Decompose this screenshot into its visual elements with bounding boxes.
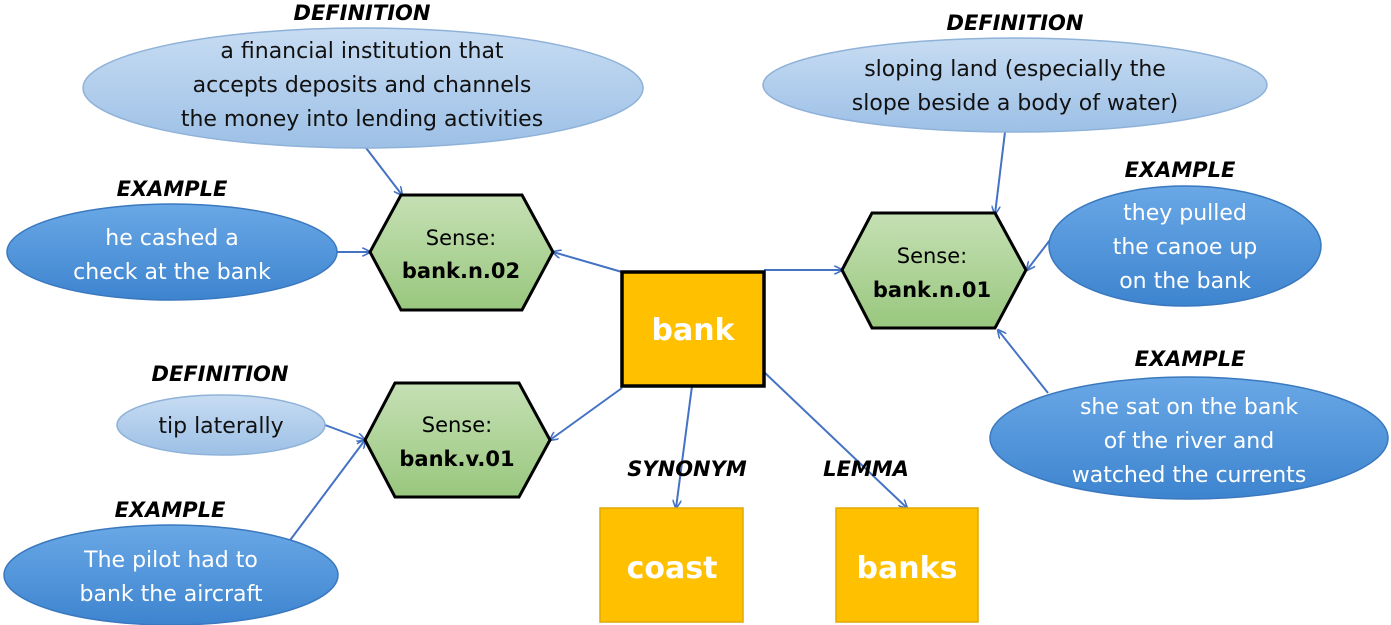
- sense-v01: Sense: bank.v.01: [363, 381, 552, 499]
- synonym-node: SYNONYM coast: [599, 457, 747, 623]
- example-n02: EXAMPLE he cashed a check at the bank: [6, 177, 338, 301]
- example-line: The pilot had to: [83, 548, 258, 573]
- definition-line: a financial institution that: [220, 39, 504, 64]
- definition-label: DEFINITION: [152, 362, 289, 386]
- edge-bank-lemma: [763, 371, 907, 508]
- definition-v01: DEFINITION tip laterally: [116, 362, 326, 456]
- definition-label: DEFINITION: [947, 11, 1084, 35]
- example-line: she sat on the bank: [1080, 395, 1298, 420]
- lemma-box: [835, 507, 979, 623]
- example-line: of the river and: [1104, 429, 1274, 454]
- sense-hexagon: [840, 211, 1028, 330]
- definition-label: DEFINITION: [294, 1, 431, 25]
- center-word-box: [620, 270, 766, 388]
- sense-prefix: Sense:: [897, 244, 968, 268]
- example-ellipse: [1048, 185, 1322, 307]
- edge-bank-n02: [553, 252, 623, 273]
- definition-ellipse: [82, 27, 644, 149]
- definition-line: sloping land (especially the: [864, 57, 1166, 82]
- example-label: EXAMPLE: [117, 177, 228, 201]
- edge-definition-n02: [359, 139, 402, 195]
- sense-prefix: Sense:: [422, 413, 493, 437]
- definition-line: slope beside a body of water): [852, 91, 1178, 116]
- center-word: bank: [620, 270, 766, 388]
- edge-definition-n01: [995, 131, 1006, 214]
- sense-id: bank.n.02: [402, 259, 520, 283]
- definition-n02: DEFINITION a financial institution that …: [82, 1, 644, 149]
- definition-line: accepts deposits and channels: [193, 73, 532, 98]
- example-v01: EXAMPLE The pilot had to bank the aircra…: [3, 498, 339, 625]
- example-label: EXAMPLE: [1125, 158, 1236, 182]
- edge-bank-v01: [550, 387, 623, 440]
- example-line: they pulled: [1123, 201, 1247, 226]
- definition-ellipse: [762, 37, 1268, 133]
- edge-example-n01b: [998, 330, 1049, 394]
- edge-example-n01a: [1027, 239, 1051, 270]
- edge-bank-synonym: [676, 385, 693, 508]
- definition-line: the money into lending activities: [181, 107, 543, 132]
- sense-n02: Sense: bank.n.02: [368, 193, 555, 312]
- example-ellipse: [989, 376, 1389, 500]
- synonym-box: [599, 507, 744, 623]
- sense-id: bank.n.01: [873, 278, 991, 302]
- sense-id: bank.v.01: [399, 447, 514, 471]
- lemma-node: LEMMA banks: [823, 457, 979, 623]
- edge-definition-v01: [324, 424, 365, 440]
- example-n01a: EXAMPLE they pulled the canoe up on the …: [1048, 158, 1322, 307]
- example-line: on the bank: [1119, 269, 1251, 294]
- lemma-word: banks: [857, 551, 958, 586]
- sense-prefix: Sense:: [426, 226, 497, 250]
- example-line: watched the currents: [1072, 463, 1307, 488]
- example-line: he cashed a: [105, 226, 238, 251]
- definition-line: tip laterally: [158, 414, 283, 439]
- example-line: bank the aircraft: [80, 582, 263, 607]
- example-ellipse: [3, 524, 339, 625]
- example-line: check at the bank: [73, 260, 271, 285]
- synonym-label: SYNONYM: [627, 457, 747, 481]
- edges: [287, 131, 1051, 544]
- sense-hexagon: [363, 381, 552, 499]
- edge-example-v01: [287, 440, 365, 544]
- lemma-label: LEMMA: [823, 457, 909, 481]
- example-label: EXAMPLE: [1135, 347, 1246, 371]
- example-label: EXAMPLE: [115, 498, 226, 522]
- example-line: the canoe up: [1113, 235, 1258, 260]
- definition-n01: DEFINITION sloping land (especially the …: [762, 11, 1268, 133]
- example-ellipse: [6, 203, 338, 301]
- example-n01b: EXAMPLE she sat on the bank of the river…: [989, 347, 1389, 500]
- center-word-label: bank: [651, 313, 735, 348]
- sense-hexagon: [368, 193, 555, 312]
- sense-n01: Sense: bank.n.01: [840, 211, 1028, 330]
- definition-ellipse: [116, 394, 326, 456]
- synonym-word: coast: [627, 551, 718, 586]
